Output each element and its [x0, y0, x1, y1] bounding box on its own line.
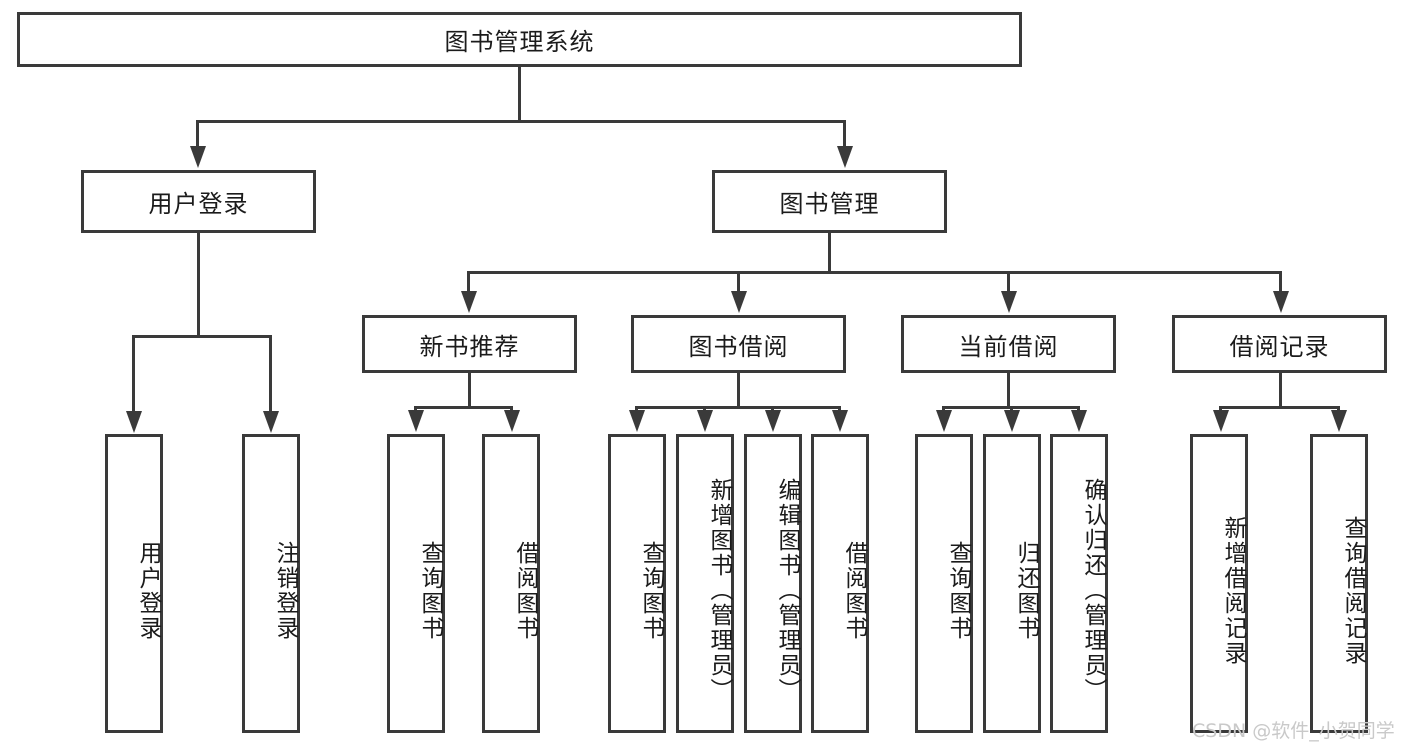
arrowhead-bb-to-leaf-3	[765, 410, 781, 432]
edge-user-login-stem	[197, 233, 200, 335]
edge-current-borrow-stem	[1007, 373, 1010, 406]
leaf-book-borrow-query-book[interactable]: 查询图书	[608, 434, 666, 733]
node-label: 借阅图书	[512, 540, 538, 641]
arrowhead-br-to-leaf-2	[1331, 410, 1347, 432]
node-root-book-management-system[interactable]: 图书管理系统	[17, 12, 1022, 67]
edge-root-to-book-management	[843, 120, 846, 148]
arrowhead-user-login-to-leaf-1	[126, 411, 142, 433]
arrowhead-cb-to-leaf-3	[1071, 410, 1087, 432]
leaf-new-book-query-book[interactable]: 查询图书	[387, 434, 445, 733]
node-label: 当前借阅	[958, 332, 1059, 361]
node-label: 归还图书	[1013, 540, 1039, 641]
node-label: 图书借阅	[688, 332, 789, 361]
edge-root-stem	[518, 67, 521, 122]
leaf-current-borrow-confirm-return[interactable]: 确认归还（管理员）	[1050, 434, 1108, 733]
node-label: 图书管理	[779, 190, 880, 218]
node-borrow-record[interactable]: 借阅记录	[1172, 315, 1387, 373]
edge-user-login-to-leaf-1	[132, 335, 135, 413]
arrowhead-cb-to-leaf-1	[936, 410, 952, 432]
edge-user-login-to-leaf-2	[269, 335, 272, 413]
node-book-management[interactable]: 图书管理	[712, 170, 947, 233]
node-label: 新增借阅记录	[1220, 515, 1246, 666]
arrowhead-root-to-book-management	[837, 146, 853, 168]
edge-book-management-stem	[828, 233, 831, 271]
edge-book-management-bus	[467, 271, 1282, 274]
node-current-borrow[interactable]: 当前借阅	[901, 315, 1116, 373]
node-label: 查询借阅记录	[1340, 515, 1366, 666]
node-label: 新增图书（管理员）	[706, 478, 732, 703]
edge-bm-to-book-borrow	[737, 271, 740, 293]
node-new-book-recommend[interactable]: 新书推荐	[362, 315, 577, 373]
arrowhead-bm-to-borrow-record	[1273, 291, 1289, 313]
node-user-login[interactable]: 用户登录	[81, 170, 316, 233]
node-label: 查询图书	[417, 540, 443, 641]
arrowhead-cb-to-leaf-2	[1004, 410, 1020, 432]
edge-new-book-stem	[468, 373, 471, 406]
arrowhead-bm-to-new-book	[461, 291, 477, 313]
node-label: 确认归还（管理员）	[1080, 478, 1106, 703]
arrowhead-nb-to-leaf-1	[408, 410, 424, 432]
edge-new-book-bus	[414, 406, 513, 409]
leaf-current-borrow-return-book[interactable]: 归还图书	[983, 434, 1041, 733]
leaf-current-borrow-query-book[interactable]: 查询图书	[915, 434, 973, 733]
node-label: 注销登录	[272, 540, 298, 641]
leaf-book-borrow-borrow-book[interactable]: 借阅图书	[811, 434, 869, 733]
node-label: 编辑图书（管理员）	[774, 478, 800, 703]
edge-root-to-user-login	[196, 120, 199, 148]
node-label: 查询图书	[638, 540, 664, 641]
arrowhead-user-login-to-leaf-2	[263, 411, 279, 433]
edge-bm-to-borrow-record	[1279, 271, 1282, 293]
arrowhead-br-to-leaf-1	[1213, 410, 1229, 432]
node-label: 借阅记录	[1229, 332, 1330, 361]
node-label: 借阅图书	[841, 540, 867, 641]
arrowhead-bb-to-leaf-4	[832, 410, 848, 432]
node-label: 新书推荐	[419, 332, 520, 361]
edge-book-borrow-stem	[737, 373, 740, 406]
arrowhead-bm-to-current-borrow	[1001, 291, 1017, 313]
arrowhead-nb-to-leaf-2	[504, 410, 520, 432]
leaf-borrow-record-add-record[interactable]: 新增借阅记录	[1190, 434, 1248, 733]
edge-root-bus	[196, 120, 846, 123]
node-label: 用户登录	[148, 190, 249, 218]
edge-bm-to-new-book	[467, 271, 470, 293]
node-label: 用户登录	[135, 540, 161, 641]
arrowhead-bm-to-book-borrow	[731, 291, 747, 313]
arrowhead-bb-to-leaf-2	[697, 410, 713, 432]
arrowhead-root-to-user-login	[190, 146, 206, 168]
node-label: 查询图书	[945, 540, 971, 641]
leaf-borrow-record-query-record[interactable]: 查询借阅记录	[1310, 434, 1368, 733]
edge-borrow-record-bus	[1219, 406, 1340, 409]
arrowhead-bb-to-leaf-1	[629, 410, 645, 432]
watermark-credit: CSDN @软件_小贺同学	[1192, 720, 1395, 742]
node-label: 图书管理系统	[444, 28, 595, 56]
leaf-new-book-borrow-book[interactable]: 借阅图书	[482, 434, 540, 733]
edge-bm-to-current-borrow	[1007, 271, 1010, 293]
node-book-borrow[interactable]: 图书借阅	[631, 315, 846, 373]
leaf-book-borrow-edit-book[interactable]: 编辑图书（管理员）	[744, 434, 802, 733]
leaf-book-borrow-add-book[interactable]: 新增图书（管理员）	[676, 434, 734, 733]
leaf-user-login-login[interactable]: 用户登录	[105, 434, 163, 733]
edge-user-login-bus	[132, 335, 269, 338]
edge-borrow-record-stem	[1279, 373, 1282, 406]
edge-book-borrow-bus	[635, 406, 841, 409]
leaf-user-login-logout[interactable]: 注销登录	[242, 434, 300, 733]
